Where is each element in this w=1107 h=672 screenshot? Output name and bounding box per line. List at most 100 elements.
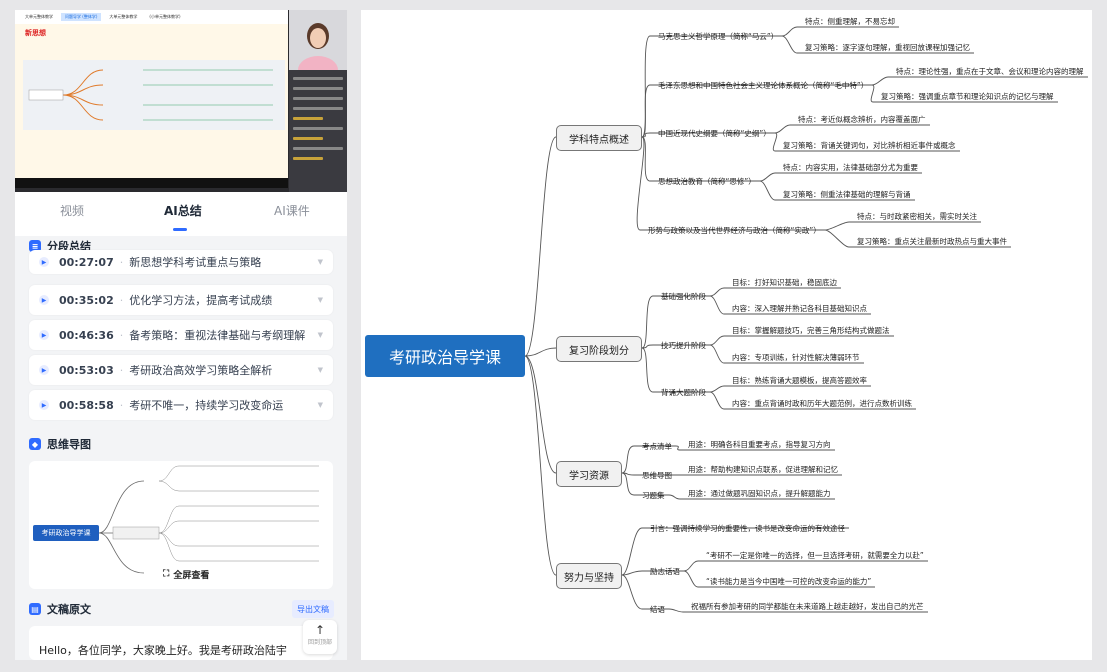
segment-item[interactable]: ▶ 00:58:58 · 考研不唯一，持续学习改变命运 ▼ bbox=[29, 390, 333, 420]
detail-node[interactable]: 复习策略：逐字逐句理解，重视回放课程加强记忆 bbox=[805, 43, 970, 52]
detail-node[interactable]: 祝福所有参加考研的同学都能在未来道路上越走越好，发出自己的光芒 bbox=[691, 602, 924, 611]
active-tab-indicator bbox=[173, 228, 187, 231]
detail-node[interactable]: 用途：明确各科目重要考点，指导复习方向 bbox=[688, 440, 831, 449]
segment-item[interactable]: ▶ 00:27:07 · 新思想学科考试重点与策略 ▼ bbox=[29, 250, 333, 274]
branch-node[interactable]: 学科特点概述 bbox=[556, 125, 642, 151]
fullscreen-button[interactable]: ⛶ 全屏查看 bbox=[153, 564, 220, 584]
detail-node[interactable]: 特点：与时政紧密相关，需实时关注 bbox=[857, 212, 977, 221]
chat-message bbox=[293, 127, 343, 130]
connector-line bbox=[621, 472, 635, 496]
topic-node[interactable]: 引言：强调持续学习的重要性，读书是改变命运的有效途径 bbox=[650, 524, 845, 533]
chevron-down-icon: ▼ bbox=[317, 401, 323, 409]
slide-tab: 大单元整体教学 bbox=[109, 14, 138, 19]
live-chat-panel bbox=[289, 70, 347, 192]
mindmap-connectors bbox=[524, 26, 1088, 613]
segment-summary-title: 分段总结 bbox=[47, 240, 91, 253]
branch-node[interactable]: 复习阶段划分 bbox=[556, 336, 642, 362]
segment-summary-icon: ≡ bbox=[29, 240, 41, 252]
chat-message bbox=[293, 107, 343, 110]
tab-ai-courseware[interactable]: AI课件 bbox=[274, 204, 310, 218]
slide-tab: 大单元整体教学 bbox=[25, 14, 53, 19]
video-player[interactable]: 大单元整体教学 问题导学 (整体学) 大单元整体教学 (小单元整体教学) 新思想 bbox=[15, 10, 347, 192]
connector-line bbox=[621, 445, 635, 474]
topic-node[interactable]: 技巧提升阶段 bbox=[661, 341, 706, 350]
play-icon: ▶ bbox=[39, 365, 49, 375]
connector-line bbox=[772, 132, 960, 152]
connector-line bbox=[641, 132, 651, 138]
connector-line bbox=[621, 527, 643, 576]
topic-node[interactable]: 思想政治教育（简称“思修”） bbox=[658, 177, 756, 186]
branch-node[interactable]: 努力与坚持 bbox=[556, 563, 622, 589]
detail-node[interactable]: 内容：深入理解并熟记各科目基础知识点 bbox=[732, 304, 867, 313]
slide-mindmap-graphic bbox=[23, 60, 285, 130]
topic-node[interactable]: 考点清单 bbox=[642, 442, 672, 451]
detail-node[interactable]: 用途：通过做题巩固知识点，提升解题能力 bbox=[688, 489, 831, 498]
segment-title: 备考策略：重视法律基础与考纲理解 bbox=[129, 329, 306, 342]
slide-tab: 问题导学 (整体学) bbox=[61, 13, 102, 21]
segment-item[interactable]: ▶ 00:46:36 · 备考策略：重视法律基础与考纲理解 ▼ bbox=[29, 320, 333, 350]
connector-line bbox=[641, 344, 654, 349]
topic-node[interactable]: 背诵大题阶段 bbox=[661, 388, 706, 397]
detail-node[interactable]: 目标：打好知识基础，稳固底边 bbox=[732, 278, 837, 287]
mindmap-icon: ◆ bbox=[29, 438, 41, 450]
topic-node[interactable]: 毛泽东思想和中国特色社会主义理论体系概论（简称“毛中特”） bbox=[658, 81, 869, 90]
topic-node[interactable]: 马克思主义哲学原理（简称“马云”） bbox=[658, 32, 779, 41]
slide-toolbar[interactable] bbox=[15, 178, 288, 188]
tab-video[interactable]: 视频 bbox=[60, 204, 85, 218]
mindmap-root-node[interactable]: 考研政治导学课 bbox=[365, 335, 525, 377]
segment-title: 优化学习方法，提高考试成绩 bbox=[129, 294, 273, 307]
detail-node[interactable]: 特点：理论性强，重点在于文章、会议和理论内容的理解 bbox=[896, 67, 1084, 76]
detail-node[interactable]: 特点：侧重理解，不易忘却 bbox=[805, 17, 895, 26]
detail-node[interactable]: 复习策略：背诵关键词句，对比辨析相近事件或概念 bbox=[783, 141, 956, 150]
mindmap-canvas[interactable]: 考研政治导学课 学科特点概述 马克思主义哲学原理（简称“马云”） 特点：侧重理解，不… bbox=[361, 10, 1092, 660]
topic-node[interactable]: 结语 bbox=[650, 605, 665, 614]
segment-item[interactable]: ▶ 00:35:02 · 优化学习方法，提高考试成绩 ▼ bbox=[29, 285, 333, 315]
connector-line bbox=[636, 136, 645, 231]
detail-node[interactable]: 复习策略：重点关注最新时政热点与重大事件 bbox=[857, 237, 1007, 246]
segment-item[interactable]: ▶ 00:53:03 · 考研政治高效学习策略全解析 ▼ bbox=[29, 355, 333, 385]
detail-node[interactable]: 复习策略：侧重法律基础的理解与背诵 bbox=[783, 190, 911, 199]
detail-node[interactable]: 特点：考近似概念辨析，内容覆盖面广 bbox=[798, 115, 926, 124]
detail-node[interactable]: 特点：内容实用，法律基础部分尤为重要 bbox=[783, 163, 918, 172]
connector-line bbox=[781, 26, 899, 37]
connector-line bbox=[709, 385, 871, 393]
connector-line bbox=[870, 84, 1058, 103]
connector-line bbox=[524, 355, 557, 576]
segment-time: 00:46:36 bbox=[59, 328, 114, 342]
transcript-title: 文稿原文 bbox=[47, 603, 91, 616]
detail-node[interactable]: 内容：专项训练，针对性解决薄弱环节 bbox=[732, 353, 860, 362]
connector-line bbox=[824, 221, 981, 231]
chat-message bbox=[293, 77, 343, 80]
connector-line bbox=[759, 172, 922, 182]
topic-node[interactable]: 思维导图 bbox=[642, 471, 672, 480]
topic-node[interactable]: 形势与政策以及当代世界经济与政治（简称“实政”） bbox=[648, 226, 821, 235]
tab-ai-summary[interactable]: AI总结 bbox=[164, 204, 202, 218]
back-to-top-button[interactable]: ↑ 回到顶部 bbox=[303, 620, 337, 654]
detail-node[interactable]: 目标：熟练背诵大题模板，提高答题效率 bbox=[732, 376, 867, 385]
connector-line bbox=[709, 344, 864, 364]
chat-message bbox=[293, 97, 343, 100]
connector-line bbox=[709, 335, 894, 346]
topic-node[interactable]: 励志话语 bbox=[650, 567, 680, 576]
segment-time: 00:27:07 bbox=[59, 255, 114, 269]
detail-node[interactable]: 用途：帮助构建知识点联系，促进理解和记忆 bbox=[688, 465, 838, 474]
detail-node[interactable]: “考研不一定是你唯一的选择，但一旦选择考研，就需要全力以赴” bbox=[706, 551, 924, 560]
chevron-down-icon: ▼ bbox=[317, 366, 323, 374]
topic-node[interactable]: 中国近现代史纲要（简称“史纲”） bbox=[658, 129, 771, 138]
detail-node[interactable]: 目标：掌握解题技巧，完善三角形结构式做题法 bbox=[732, 326, 890, 335]
detail-node[interactable]: 复习策略：强调重点章节和理论知识点的记忆与理解 bbox=[881, 92, 1054, 101]
branch-node[interactable]: 学习资源 bbox=[556, 461, 622, 487]
detail-node[interactable]: 内容：重点背诵时政和历年大题范例，进行点数析训练 bbox=[732, 399, 912, 408]
chevron-down-icon: ▼ bbox=[317, 331, 323, 339]
segment-separator: · bbox=[119, 398, 124, 412]
chevron-down-icon: ▼ bbox=[317, 296, 323, 304]
segment-time: 00:53:03 bbox=[59, 363, 114, 377]
segment-time: 00:35:02 bbox=[59, 293, 114, 307]
connector-line bbox=[524, 355, 557, 474]
connector-line bbox=[668, 608, 928, 613]
topic-node[interactable]: 基础强化阶段 bbox=[661, 292, 706, 301]
mindmap-thumbnail[interactable]: 考研政治导学课 ⛶ 全屏查看 bbox=[29, 461, 333, 589]
export-transcript-button[interactable]: 导出文稿 bbox=[292, 600, 334, 618]
topic-node[interactable]: 习题集 bbox=[642, 491, 665, 500]
detail-node[interactable]: “读书能力是当今中国唯一可控的改变命运的能力” bbox=[706, 577, 872, 586]
